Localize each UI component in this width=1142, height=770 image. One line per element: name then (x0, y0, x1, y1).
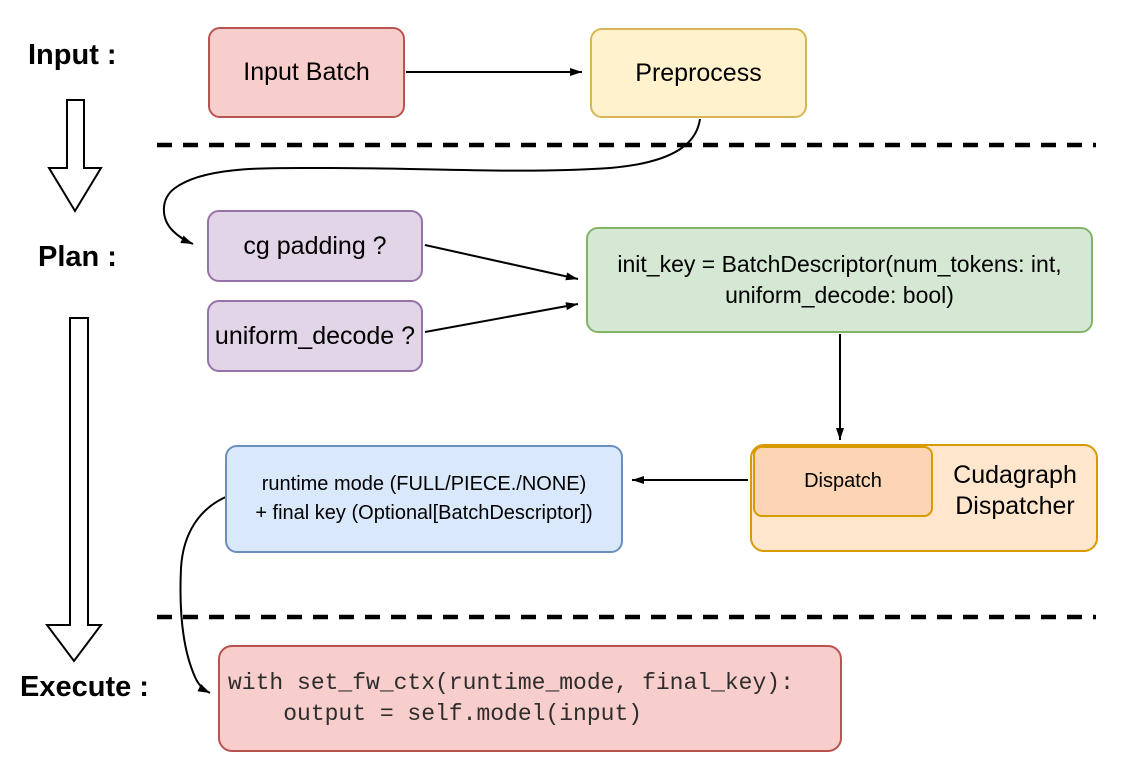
node-input-batch: Input Batch (208, 27, 405, 118)
node-preprocess-label: Preprocess (635, 58, 762, 87)
node-uniform-decode-label: uniform_decode ? (214, 321, 416, 350)
node-runtime-mode: runtime mode (FULL/PIECE./NONE) + final … (225, 445, 623, 553)
node-preprocess: Preprocess (590, 28, 807, 118)
arrow-cg-padding-to-init-key (424, 244, 579, 281)
stage-label-input: Input : (28, 39, 117, 71)
node-dispatch-label: Dispatch (804, 470, 882, 492)
stage-label-execute: Execute : (20, 671, 149, 703)
node-runtime-mode-line1: runtime mode (FULL/PIECE./NONE) (261, 473, 587, 495)
node-execute-code: with set_fw_ctx(runtime_mode, final_key)… (218, 645, 842, 752)
node-init-key-line1: init_key = BatchDescriptor(num_tokens: i… (617, 251, 1062, 277)
node-dispatch: Dispatch (753, 446, 933, 517)
cudagraph-dispatcher-line2: Dispatcher (955, 492, 1075, 520)
node-cudagraph-dispatcher-title: Cudagraph Dispatcher (935, 460, 1095, 522)
node-cg-padding-label: cg padding ? (243, 231, 387, 260)
execute-code-line1: with set_fw_ctx(runtime_mode, final_key)… (228, 669, 794, 696)
stage-flow-arrow-plan-to-execute (45, 317, 103, 663)
node-runtime-mode-line2: + final key (Optional[BatchDescriptor]) (255, 502, 593, 524)
stage-flow-arrow-input-to-plan (47, 99, 103, 213)
stage-label-plan: Plan : (38, 241, 117, 273)
node-init-key: init_key = BatchDescriptor(num_tokens: i… (586, 227, 1093, 333)
node-init-key-line2: uniform_decode: bool) (725, 282, 954, 308)
cudagraph-dispatcher-line1: Cudagraph (953, 461, 1077, 489)
arrow-uniform-decode-to-init-key (424, 302, 579, 333)
node-input-batch-label: Input Batch (243, 58, 370, 86)
node-cg-padding: cg padding ? (207, 210, 423, 282)
node-uniform-decode: uniform_decode ? (207, 300, 423, 372)
execute-code-line2: output = self.model(input) (228, 700, 643, 727)
